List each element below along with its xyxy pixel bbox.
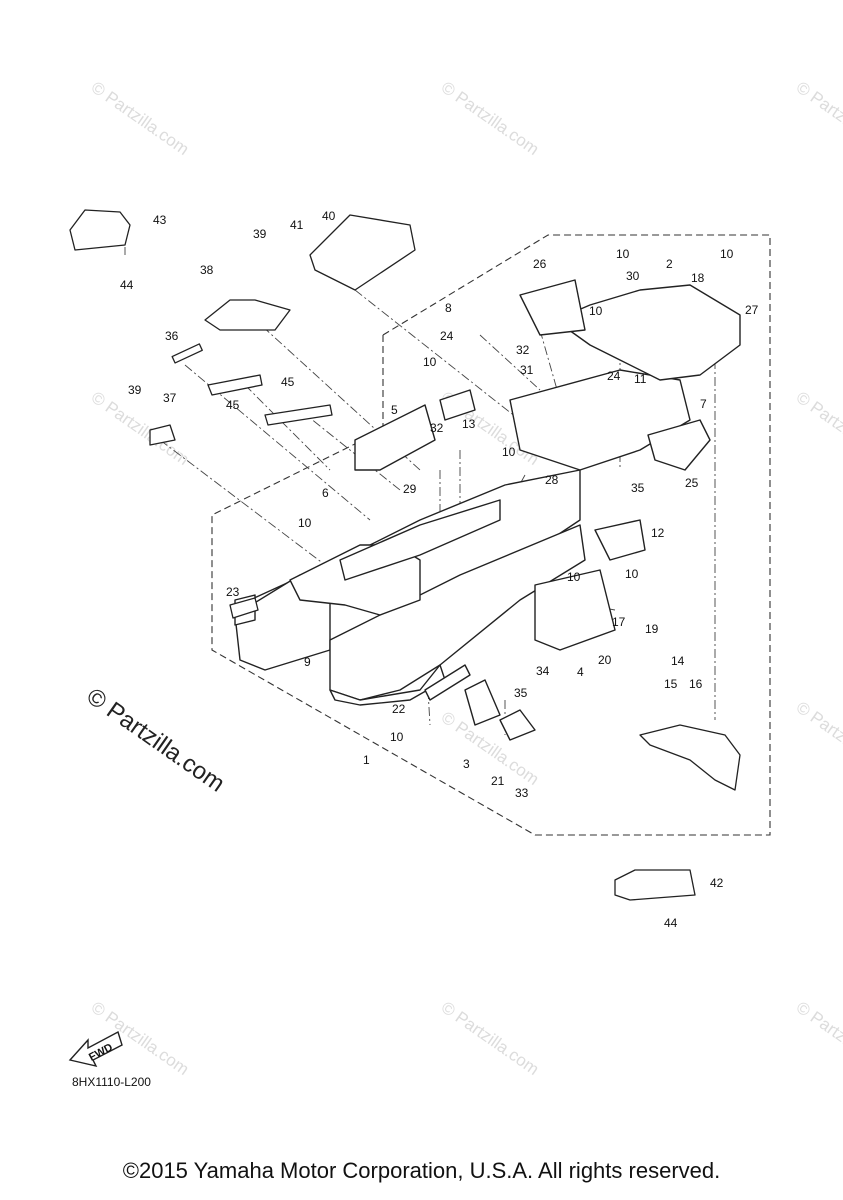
callout-39b: 39 <box>128 383 142 397</box>
callout-45b: 45 <box>281 375 295 389</box>
watermark-6: © Partzilla.com <box>793 388 843 469</box>
watermark-2: © Partzilla.com <box>438 78 543 159</box>
callout-26: 26 <box>533 257 547 271</box>
callout-19: 19 <box>645 622 659 636</box>
watermark-10: © Partzilla.com <box>438 998 543 1079</box>
callout-35a: 35 <box>631 481 645 495</box>
callout-27: 27 <box>745 303 759 317</box>
callout-12: 12 <box>651 526 665 540</box>
callout-32a: 32 <box>516 343 530 357</box>
watermark-8: © Partzilla.com <box>793 698 843 779</box>
callout-39a: 39 <box>253 227 267 241</box>
callout-29: 29 <box>403 482 417 496</box>
callout-35b: 35 <box>514 686 528 700</box>
callout-1: 1 <box>363 753 370 767</box>
callout-33: 33 <box>515 786 529 800</box>
callout-3: 3 <box>463 757 470 771</box>
callout-21: 21 <box>491 774 505 788</box>
callout-34: 34 <box>536 664 550 678</box>
callout-10i: 10 <box>390 730 404 744</box>
callout-24b: 24 <box>607 369 621 383</box>
copyright-notice: ©2015 Yamaha Motor Corporation, U.S.A. A… <box>122 1158 721 1183</box>
diagram-code: 8HX1110-L200 <box>72 1075 151 1089</box>
callout-25: 25 <box>685 476 699 490</box>
callout-45a: 45 <box>226 398 240 412</box>
callout-40: 40 <box>322 209 336 223</box>
assembly-outline <box>211 234 771 836</box>
watermark-4: © Partzilla.com <box>88 388 193 469</box>
callout-9: 9 <box>304 655 311 669</box>
callout-42: 42 <box>710 876 724 890</box>
callout-4: 4 <box>577 665 584 679</box>
callout-10h: 10 <box>567 570 581 584</box>
callout-10g: 10 <box>625 567 639 581</box>
watermark-9: © Partzilla.com <box>88 998 193 1079</box>
callout-31: 31 <box>520 363 534 377</box>
callout-15: 15 <box>664 677 678 691</box>
watermark-11: © Partzilla.com <box>793 998 843 1079</box>
fwd-arrow-icon: FWD <box>68 1030 123 1068</box>
callout-43: 43 <box>153 213 167 227</box>
callout-23: 23 <box>226 585 240 599</box>
callout-38: 38 <box>200 263 214 277</box>
callout-7: 7 <box>700 397 707 411</box>
watermark-3: © Partzilla.com <box>793 78 843 159</box>
callout-11: 11 <box>634 372 647 386</box>
callout-36: 36 <box>165 329 179 343</box>
callout-17: 17 <box>612 615 626 629</box>
callout-10d: 10 <box>423 355 437 369</box>
callout-44a: 44 <box>120 278 134 292</box>
callout-13: 13 <box>462 417 476 431</box>
callout-10a: 10 <box>616 247 630 261</box>
callout-41: 41 <box>290 218 304 232</box>
callout-32b: 32 <box>430 421 444 435</box>
fwd-label: FWD <box>87 1041 115 1063</box>
callout-10e: 10 <box>502 445 516 459</box>
callout-8: 8 <box>445 301 452 315</box>
callout-37: 37 <box>163 391 177 405</box>
callout-10b: 10 <box>720 247 734 261</box>
callout-2: 2 <box>666 257 673 271</box>
callout-18: 18 <box>691 271 705 285</box>
brand-watermark: © Partzilla.com <box>82 683 230 798</box>
callout-14: 14 <box>671 654 685 668</box>
callout-16: 16 <box>689 677 703 691</box>
callout-6: 6 <box>322 486 329 500</box>
callout-24a: 24 <box>440 329 454 343</box>
callout-44b: 44 <box>664 916 678 930</box>
callout-10f: 10 <box>298 516 312 530</box>
callout-30: 30 <box>626 269 640 283</box>
main-frame <box>234 279 741 741</box>
callouts: 1 2 3 4 5 6 7 8 9 10 10 10 10 10 10 10 1… <box>120 209 759 930</box>
callout-20: 20 <box>598 653 612 667</box>
callout-5: 5 <box>391 403 398 417</box>
callout-10c: 10 <box>589 304 603 318</box>
loose-parts <box>69 209 741 901</box>
callout-28: 28 <box>545 473 559 487</box>
callout-22: 22 <box>392 702 406 716</box>
watermark-1: © Partzilla.com <box>88 78 193 159</box>
